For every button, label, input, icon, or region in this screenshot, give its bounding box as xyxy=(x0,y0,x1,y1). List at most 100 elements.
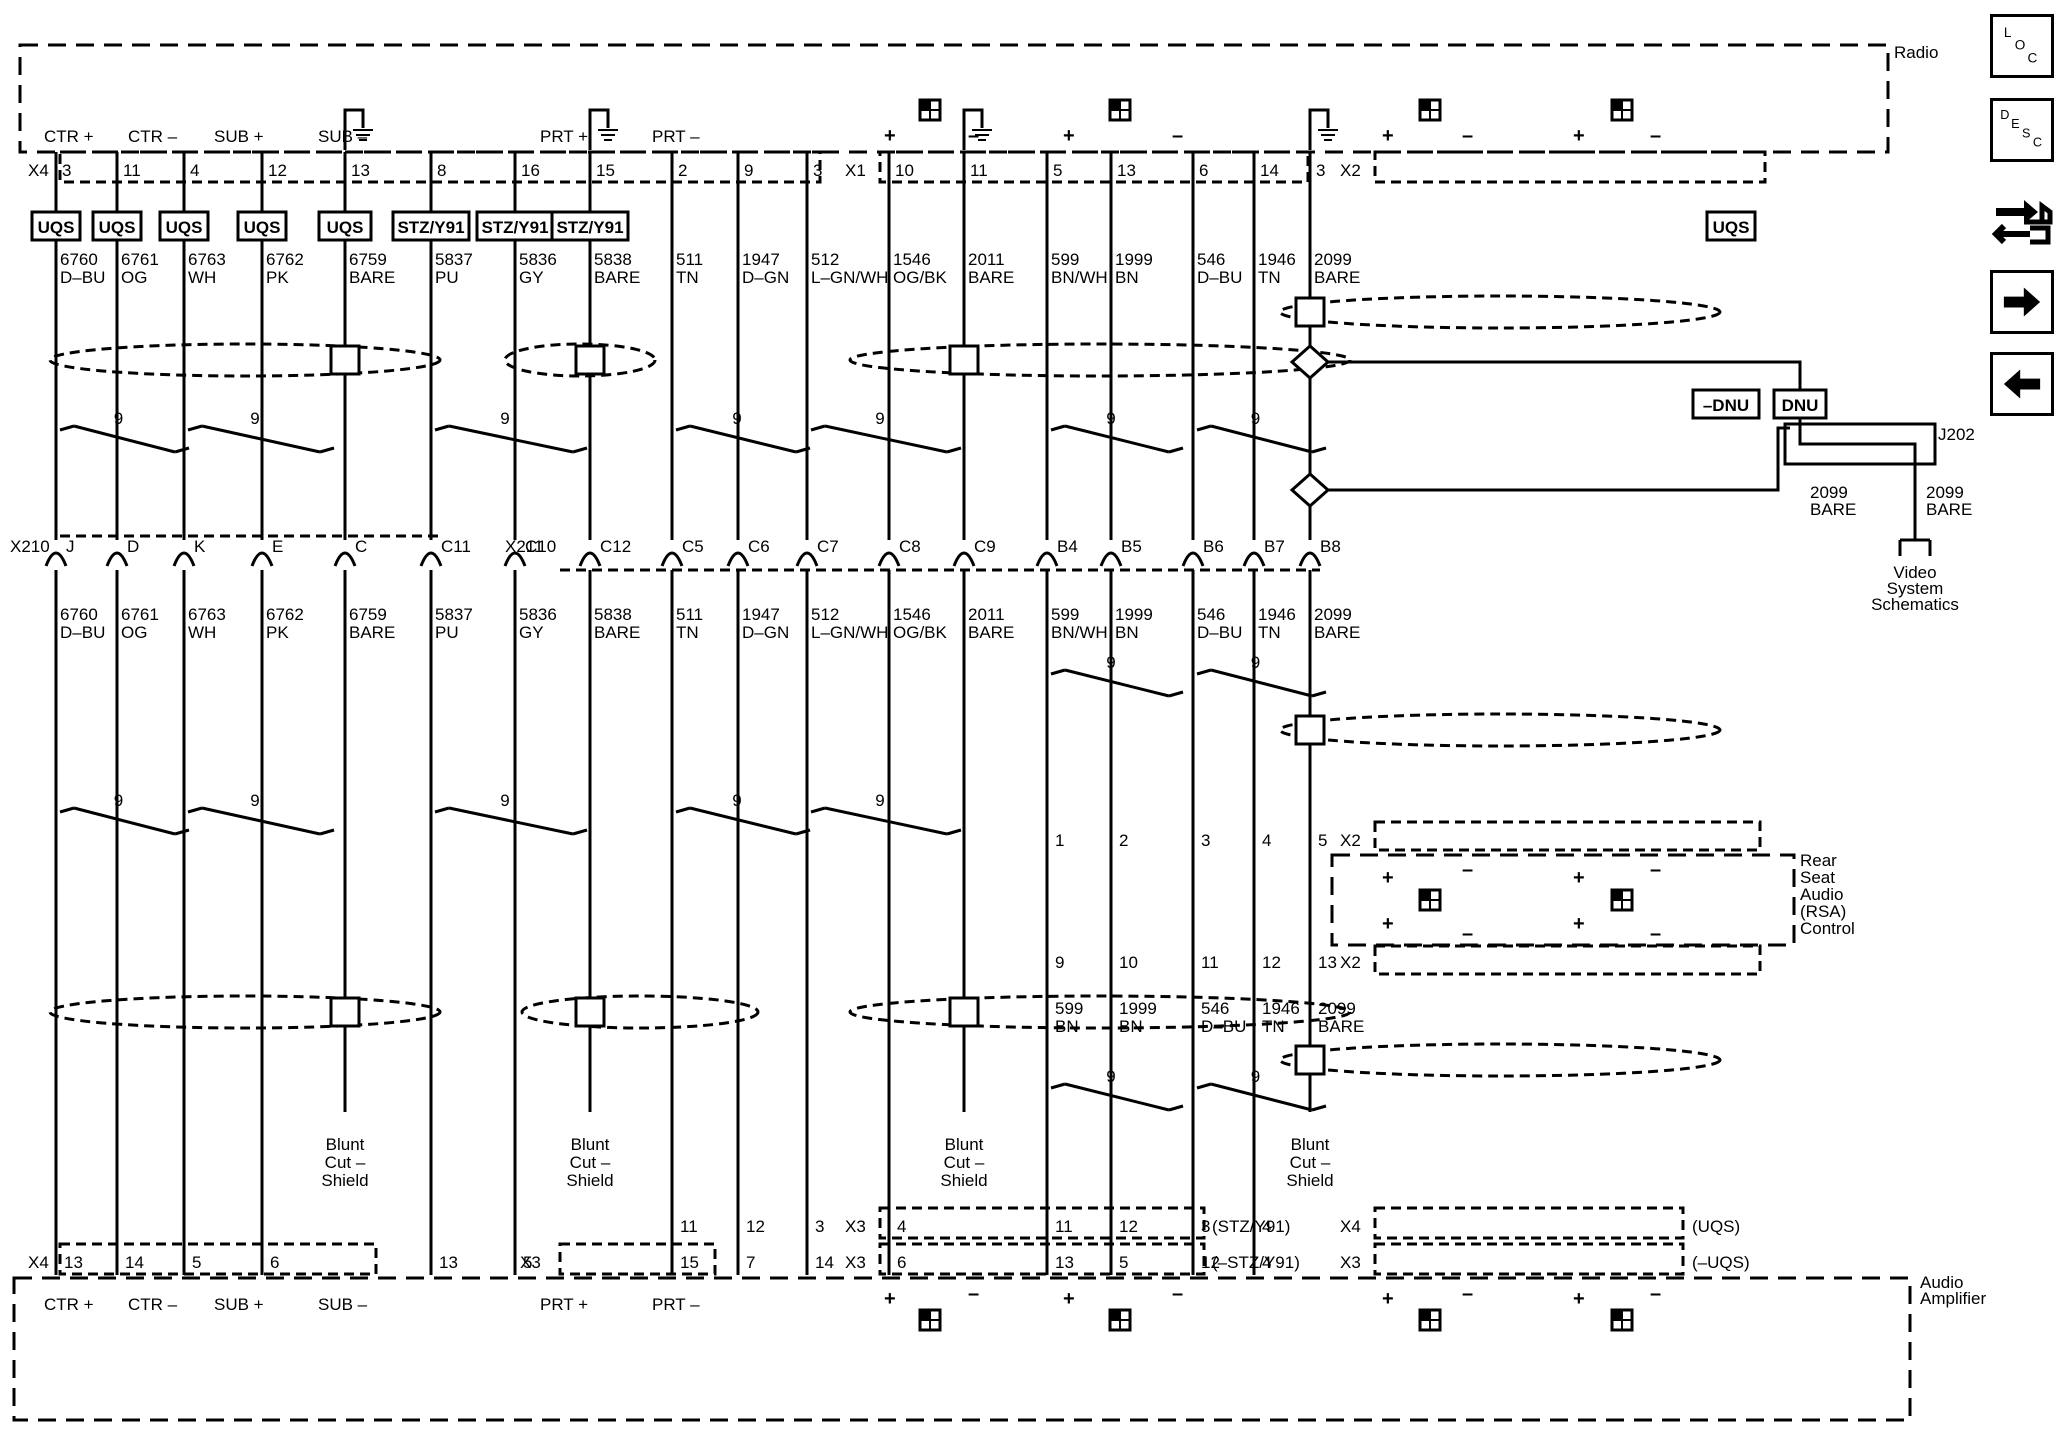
inline-pin-label: C8 xyxy=(899,537,921,556)
top-pin-number: 11 xyxy=(123,161,141,180)
top-pin-number: 4 xyxy=(190,161,199,180)
twist-mark xyxy=(572,446,588,454)
wire-color-label: BN xyxy=(1115,623,1139,642)
inline-pin-label: C6 xyxy=(748,537,770,556)
polarity-minus-label: – xyxy=(1650,1283,1661,1305)
twist-mark xyxy=(1064,1082,1170,1112)
circuit-number-label: 1999 xyxy=(1119,999,1157,1018)
circuit-number-label: 1546 xyxy=(893,605,931,624)
previous-page-button[interactable] xyxy=(1990,352,2054,416)
circuit-number-label: 599 xyxy=(1051,605,1079,624)
circuit-number-label: 2011 xyxy=(968,250,1005,269)
circuit-number-label: 6762 xyxy=(266,605,304,624)
rsa-output-pin: 10 xyxy=(1119,953,1138,972)
drain-wire-box xyxy=(1294,714,1326,746)
wire-color-label: D–BU xyxy=(60,623,105,642)
twist-count-label: 9 xyxy=(732,791,741,810)
polarity-minus-label: – xyxy=(1462,923,1473,945)
video-schematics-label: System xyxy=(1887,579,1944,598)
circuit-number-label: 1947 xyxy=(742,605,780,624)
nuqs-pin-number: 13 xyxy=(1055,1253,1074,1272)
polarity-minus-label: – xyxy=(1462,1283,1473,1305)
circuit-number-label: 512 xyxy=(811,250,839,269)
inline-connector-terminal xyxy=(105,551,129,567)
twist-mark xyxy=(1168,690,1184,698)
circuit-number-label: 5836 xyxy=(519,605,557,624)
loc-button[interactable]: L O C xyxy=(1990,14,2054,78)
option-box xyxy=(1705,210,1757,242)
twist-count-label: 9 xyxy=(250,409,259,428)
speaker-icon xyxy=(918,1308,942,1332)
twist-mark xyxy=(187,424,203,432)
twist-count-label: 9 xyxy=(1251,409,1260,428)
rsa-label: (RSA) xyxy=(1800,902,1846,921)
speaker-icon xyxy=(1610,98,1634,122)
x3-nstz-label: X3 xyxy=(845,1253,866,1272)
stz-note: (STZ/Y91) xyxy=(1212,1217,1290,1236)
amplifier-label: Audio xyxy=(1920,1273,1963,1292)
x1-top-label: X1 xyxy=(845,161,866,180)
wire-color-label: TN xyxy=(1258,623,1281,642)
twist-mark xyxy=(810,806,826,814)
wire-color-label: TN xyxy=(676,623,699,642)
x4-uqs-label: X4 xyxy=(1340,1217,1361,1236)
next-page-button[interactable] xyxy=(1990,270,2054,334)
rsa-input-pin: 1 xyxy=(1055,831,1064,850)
polarity-plus-label: + xyxy=(1573,913,1585,935)
drain-wire-box xyxy=(329,344,361,376)
rsa-input-pin: 3 xyxy=(1201,831,1210,850)
nuqs-pin-number: 4 xyxy=(1262,1253,1271,1272)
wire-color-label: PU xyxy=(435,623,459,642)
twist-mark xyxy=(1064,424,1170,454)
shield-ellipse xyxy=(1278,294,1722,330)
inline-connector-terminal xyxy=(1181,551,1205,567)
loc-icon: L O C xyxy=(2004,25,2038,65)
x211-label: X211 xyxy=(505,537,543,556)
circuit-number-label: 6759 xyxy=(349,605,387,624)
circuit-number-label: 6761 xyxy=(121,605,159,624)
uqs-pin-number: 11 xyxy=(1055,1217,1073,1236)
twist-count-label: 9 xyxy=(875,791,884,810)
ground-symbol xyxy=(1308,108,1338,150)
twist-mark xyxy=(434,424,450,432)
circuit-number-label: 1946 xyxy=(1262,999,1300,1018)
rsa-label: Seat xyxy=(1800,868,1835,887)
option-box xyxy=(317,210,373,242)
shield-ellipse xyxy=(1278,1042,1722,1078)
inline-connector-terminal xyxy=(1298,551,1322,567)
twist-mark xyxy=(1050,668,1066,676)
x3-stz-connector xyxy=(878,1206,1206,1240)
option-box xyxy=(158,210,210,242)
shield-ellipse xyxy=(503,342,657,378)
inline-pin-label: J xyxy=(66,537,75,556)
option-box-label: –DNU xyxy=(1703,396,1749,415)
blunt-cut-shield-label: Cut – xyxy=(325,1153,366,1172)
option-box xyxy=(475,210,555,242)
connector-end-view-button[interactable] xyxy=(1990,186,2054,250)
x2-top-connector xyxy=(1373,150,1767,184)
twist-count-label: 9 xyxy=(1251,653,1260,672)
circuit-number-label: 2099 xyxy=(1314,605,1352,624)
j202-output-wire xyxy=(1798,418,1917,540)
circuit-number-label: 1999 xyxy=(1115,605,1153,624)
twist-mark xyxy=(689,806,797,836)
desc-button[interactable]: D E S C xyxy=(1990,98,2054,162)
uqs-note: (UQS) xyxy=(1692,1217,1740,1236)
circuit-number-label: 511 xyxy=(676,250,703,269)
top-pin-number: 12 xyxy=(268,161,287,180)
polarity-minus-label: – xyxy=(1462,125,1473,147)
twist-mark xyxy=(59,806,75,814)
blunt-cut-shield-label: Cut – xyxy=(1290,1153,1331,1172)
drain-wire-box xyxy=(1294,296,1326,328)
amplifier-pin-function-label: PRT + xyxy=(540,1295,588,1314)
wire-color-label: TN xyxy=(1258,268,1281,287)
radio-label: Radio xyxy=(1894,43,1938,62)
option-box xyxy=(1772,388,1828,420)
twist-count-label: 9 xyxy=(500,791,509,810)
circuit-number-label: 6761 xyxy=(121,250,159,269)
rsa-x2-input-connector xyxy=(1373,820,1762,852)
twist-mark xyxy=(1210,424,1313,454)
inline-connector-terminal xyxy=(660,551,684,567)
option-box xyxy=(1691,388,1761,420)
circuit-number-label: 6760 xyxy=(60,605,98,624)
